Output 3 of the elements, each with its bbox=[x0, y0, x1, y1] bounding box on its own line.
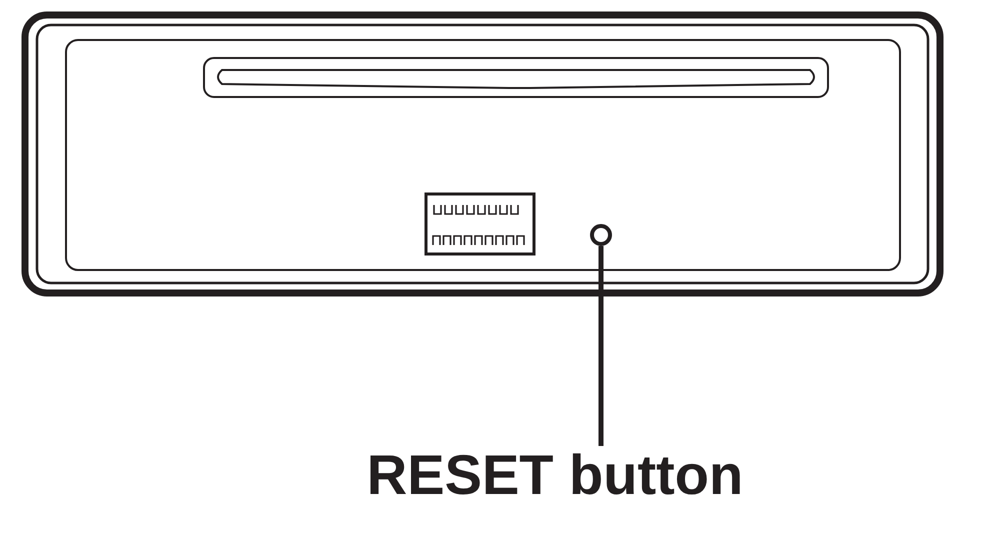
reset-hole bbox=[590, 224, 612, 246]
callout-label: RESET button bbox=[330, 440, 780, 510]
leader-line bbox=[598, 246, 604, 446]
